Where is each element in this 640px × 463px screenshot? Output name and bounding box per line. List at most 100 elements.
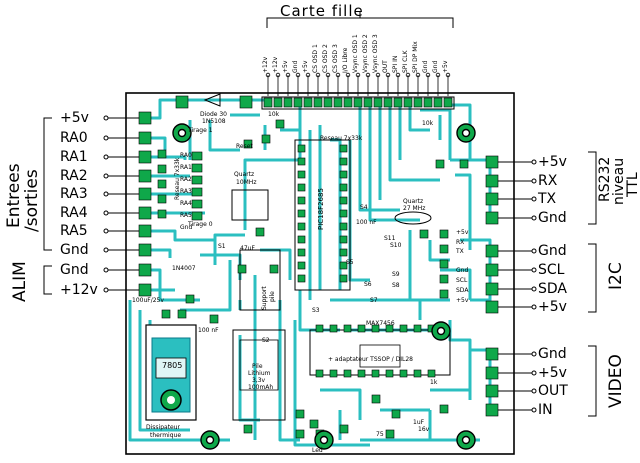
label-s2: S2: [262, 337, 270, 344]
header-pin-3: +5v: [282, 60, 289, 73]
label-dissipateur: Dissipateur: [146, 424, 181, 431]
header-pin-5: +5v: [302, 60, 309, 73]
right-video-out: OUT: [538, 383, 568, 399]
pads: [138, 95, 499, 439]
left-pin-gnd: Gnd: [60, 242, 89, 258]
label-s4: S4: [360, 204, 368, 211]
label-r-75: 75: [376, 431, 384, 438]
right-rs-rx: RX: [538, 173, 558, 189]
label-pic: PIC18F2685: [317, 188, 325, 230]
label-s9: S9: [392, 271, 400, 278]
right-video-in: IN: [538, 402, 553, 418]
right-video-5v: +5v: [538, 365, 567, 381]
label-tirage-0: Tirage 0: [188, 221, 213, 228]
label-support: Support: [261, 286, 268, 310]
label-ra-4: RA4: [180, 200, 192, 207]
header-leaders: [265, 72, 451, 96]
header-pin-6: CS OSD 1: [312, 44, 319, 73]
right-i2c-scl: SCL: [538, 262, 565, 278]
label-s5: S5: [346, 259, 354, 266]
label-rs-tx: TX: [456, 248, 464, 255]
header-pin-8: CS OSD 3: [332, 44, 339, 73]
header-pin-18: Gnd: [432, 60, 439, 73]
pic-outline: [294, 139, 351, 291]
header-pin-11: Vsync OSD 2: [362, 34, 369, 73]
right-i2c-5v: +5v: [538, 299, 567, 315]
header-pin-12: Vsync OSD 3: [372, 34, 379, 73]
left-group-sorties: /sorties: [22, 169, 42, 232]
label-dissipateur-2: thermique: [150, 432, 182, 439]
label-ra-0: RA0: [180, 152, 192, 159]
header-pin-13: OUT: [382, 60, 389, 73]
header-pin-10: Vsync OSD 1: [352, 34, 359, 73]
label-ra-1: RA1: [180, 164, 192, 171]
right-group-video: VIDEO: [606, 354, 626, 408]
label-s11: S11: [384, 235, 396, 242]
label-s6: S6: [364, 281, 372, 288]
label-c-16v: 16v: [418, 426, 430, 433]
label-pile-3: 3,3v: [252, 377, 266, 384]
left-pin-ra4: RA4: [60, 205, 88, 221]
label-i2c-scl: SCL: [456, 277, 468, 284]
label-uf-47: 47uF: [240, 245, 255, 252]
left-pin-ra1: RA1: [60, 149, 88, 165]
label-rs-rx: RX: [456, 239, 465, 246]
label-s3: S3: [312, 307, 320, 314]
label-quartz-1-freq: 10MHz: [236, 179, 257, 186]
left-pin-ra2: RA2: [60, 168, 88, 184]
label-r-10k-2: 10k: [422, 120, 434, 127]
header-pin-1: +12v: [262, 56, 269, 73]
left-pin-ra3: RA3: [60, 186, 88, 202]
label-ra-gnd: Gnd: [180, 224, 193, 231]
header-title: Carte fille: [280, 2, 364, 20]
header-pin-16: SPI DP Mix: [412, 41, 419, 73]
left-pin-ra5: RA5: [60, 223, 88, 239]
label-7805: 7805: [162, 361, 183, 370]
left-group-alim: ALIM: [10, 261, 30, 302]
label-s7: S7: [370, 297, 378, 304]
label-pile-4: 100mAh: [248, 384, 274, 391]
label-ra-3: RA3: [180, 188, 192, 195]
label-i2c-sda: SDA: [456, 287, 469, 294]
right-leaders: [492, 151, 597, 417]
mounting-holes: [172, 123, 476, 450]
right-rs-tx: TX: [538, 191, 557, 207]
left-group-entrees: Entrees: [4, 163, 24, 228]
header-pin-4: Gnd: [292, 60, 299, 73]
label-diode-ref: 1N5108: [202, 118, 226, 125]
label-r-1k: 1k: [430, 379, 438, 386]
right-group-rs232: RS232: [597, 156, 613, 202]
header-pin-9: I/O Libre: [342, 47, 349, 73]
header-pin-15: SPI CLK: [402, 50, 409, 73]
right-i2c-sda: SDA: [538, 281, 567, 297]
label-diode: Diode 30: [200, 111, 227, 118]
label-quartz-1: Quartz: [234, 171, 255, 178]
label-c-1uf: 1uF: [413, 419, 425, 426]
label-reset: Reset: [236, 143, 253, 150]
header-pin-17: Gnd: [422, 60, 429, 73]
label-s10: S10: [390, 242, 402, 249]
label-r-10k-1: 10k: [268, 111, 280, 118]
right-i2c-gnd: Gnd: [538, 243, 567, 259]
label-quartz-2-freq: 27 MHz: [403, 205, 426, 212]
left-power-12v: +12v: [60, 282, 98, 298]
max-outline: [309, 329, 451, 376]
header-pin-14: SPI IN: [392, 55, 399, 73]
header-pin-19: +5v: [442, 60, 449, 73]
label-adaptateur: + adaptateur TSSOP / DIL28: [328, 356, 413, 363]
label-ra-5: RA5: [180, 212, 192, 219]
label-cap-100uf: 100uF/25v: [132, 297, 164, 304]
right-rs-5v: +5v: [538, 154, 567, 170]
header-pin-7: CS OSD 2: [322, 44, 329, 73]
label-pile: Pile: [252, 363, 263, 370]
label-ra-2: RA2: [180, 176, 192, 183]
label-support-2: pile: [269, 291, 276, 302]
label-i2c-gnd: Gnd: [456, 267, 469, 274]
label-1n4007: 1N4007: [172, 265, 196, 272]
left-pin-5v: +5v: [60, 110, 89, 126]
header-pin-2: +12v: [272, 56, 279, 73]
right-group-i2c: I2C: [606, 262, 626, 290]
label-reseau-1: Reseau 7x33k: [320, 135, 363, 142]
right-group-ttl: TTL: [625, 172, 640, 197]
